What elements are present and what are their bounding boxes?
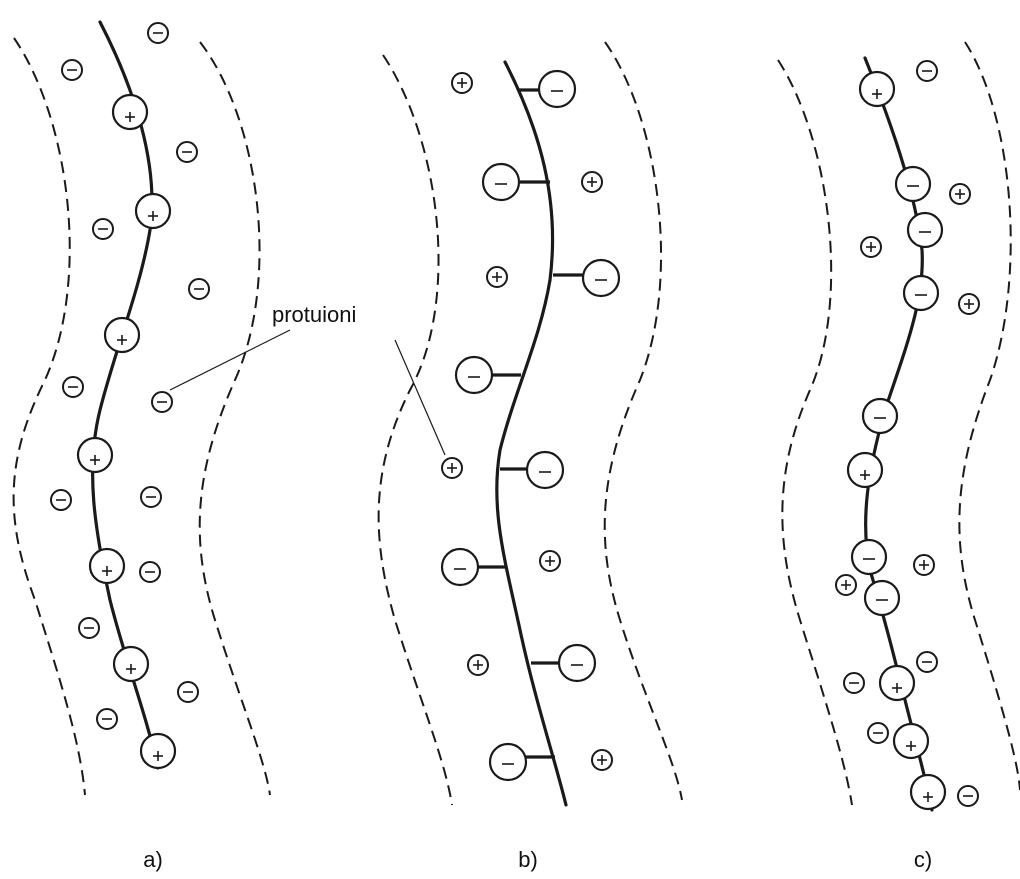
free-positive-ion [451, 72, 473, 94]
bound-negative-ion [488, 742, 528, 782]
free-positive-ion [860, 236, 882, 258]
free-negative-ion [177, 681, 199, 703]
bound-negative-ion [537, 69, 577, 109]
free-positive-ion [949, 183, 971, 205]
bound-negative-ion [863, 579, 901, 617]
free-positive-ion [467, 654, 489, 676]
free-negative-ion [50, 489, 72, 511]
free-negative-ion [139, 561, 161, 583]
polymer-chain-b [495, 60, 568, 807]
boundary-right-a [198, 41, 271, 796]
bound-positive-ion [112, 645, 150, 683]
bound-negative-ion [850, 538, 888, 576]
leader-line-a [169, 329, 291, 391]
free-negative-ion [96, 708, 118, 730]
boundary-left-b [377, 54, 453, 806]
bound-positive-ion [134, 192, 172, 230]
panel-label-a: a) [143, 847, 163, 872]
panel-a: a) [12, 20, 271, 872]
free-negative-ion [957, 785, 979, 807]
bound-negative-ion [902, 274, 940, 312]
free-positive-ion [835, 574, 857, 596]
free-positive-ion [486, 266, 508, 288]
panel-label-c: c) [914, 847, 932, 872]
free-negative-ion [92, 218, 114, 240]
bound-negative-ion [557, 643, 597, 683]
panel-c: c) [777, 41, 1020, 872]
free-positive-ion [581, 171, 603, 193]
free-negative-ion [916, 651, 938, 673]
bound-positive-ion [103, 316, 141, 354]
bound-negative-ion [906, 211, 944, 249]
panel-b: b) [377, 41, 683, 872]
bound-negative-ion [861, 397, 899, 435]
free-negative-ion [62, 376, 84, 398]
free-negative-ion [188, 278, 210, 300]
free-negative-ion [140, 486, 162, 508]
free-positive-ion [539, 550, 561, 572]
bound-negative-ion [454, 355, 494, 395]
bound-positive-ion [909, 773, 947, 811]
free-negative-ion [61, 59, 83, 81]
boundary-right-c [958, 41, 1020, 791]
bound-positive-ion [892, 722, 930, 760]
free-negative-ion [78, 617, 100, 639]
free-positive-ion [441, 457, 463, 479]
bound-positive-ion [846, 451, 884, 489]
bound-positive-ion [858, 70, 896, 108]
leader-line-b [394, 339, 446, 456]
free-positive-ion [958, 293, 980, 315]
bound-positive-ion [878, 664, 916, 702]
annotation-label: protuioni [272, 302, 356, 327]
free-positive-ion [591, 749, 613, 771]
free-negative-ion [176, 141, 198, 163]
free-negative-ion [147, 22, 169, 44]
bound-negative-ion [894, 165, 932, 203]
bound-positive-ion [88, 547, 126, 585]
panel-label-b: b) [518, 847, 538, 872]
bound-positive-ion [139, 732, 177, 770]
boundary-right-b [603, 41, 683, 801]
free-positive-ion [913, 554, 935, 576]
free-negative-ion [843, 672, 865, 694]
bound-positive-ion [76, 436, 114, 474]
boundary-left-a [12, 37, 86, 796]
free-negative-ion [151, 391, 173, 413]
bound-negative-ion [481, 162, 521, 202]
counterion-annotation: protuioni [169, 302, 446, 456]
bound-negative-ion [525, 450, 565, 490]
free-negative-ion [916, 60, 938, 82]
bound-negative-ion [440, 547, 480, 587]
boundary-left-c [777, 59, 853, 806]
bound-positive-ion [111, 93, 149, 131]
bound-negative-ion [581, 258, 621, 298]
free-negative-ion [867, 722, 889, 744]
